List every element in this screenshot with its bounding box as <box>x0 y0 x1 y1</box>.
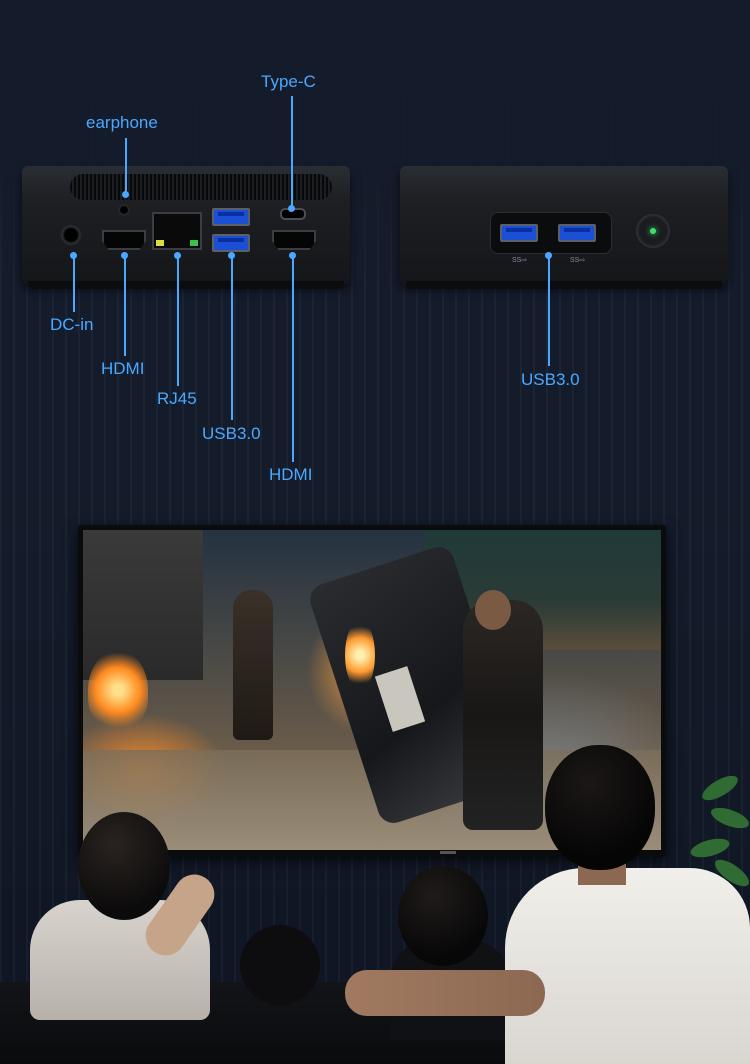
viewer-right-arm <box>345 970 545 1016</box>
callout-line-usb-back <box>231 256 233 420</box>
callout-dot-type-c <box>288 205 295 212</box>
plant-leaf <box>698 771 742 805</box>
plant-leaf <box>688 835 732 861</box>
scene-armored-figure <box>233 590 273 740</box>
viewer-right-head <box>545 745 655 870</box>
callout-dot-dc-in <box>70 252 77 259</box>
usb-ss-mark-1: SS⇨ <box>512 257 528 264</box>
hdmi-port-1-icon <box>102 230 146 250</box>
mini-pc-front-panel: SS⇨ SS⇨ <box>400 166 728 289</box>
callout-line-hdmi-1 <box>124 256 126 356</box>
callout-dot-usb-back <box>228 252 235 259</box>
usb-port-upper-icon <box>212 208 250 226</box>
front-usb-port-1-icon <box>500 224 538 242</box>
usb-ss-mark-2: SS⇨ <box>570 257 586 264</box>
callout-line-hdmi-2 <box>292 256 294 462</box>
callout-dot-earphone <box>122 191 129 198</box>
label-earphone: earphone <box>86 113 158 132</box>
power-led <box>650 228 656 234</box>
viewer-left-head <box>78 812 170 920</box>
scene-police-head <box>475 590 511 630</box>
label-rj45: RJ45 <box>157 389 197 408</box>
rj45-led-yellow <box>156 240 164 246</box>
scene-police-figure <box>463 600 543 830</box>
scene-fire-left <box>88 650 148 730</box>
viewer-middle-head <box>398 866 488 966</box>
front-usb-port-2-icon <box>558 224 596 242</box>
callout-dot-hdmi-2 <box>289 252 296 259</box>
label-usb-back: USB3.0 <box>202 424 261 443</box>
callout-dot-hdmi-1 <box>121 252 128 259</box>
hdmi-port-2-icon <box>272 230 316 250</box>
earphone-jack-icon <box>118 204 130 216</box>
callout-line-type-c <box>291 96 293 208</box>
label-hdmi-2: HDMI <box>269 465 313 484</box>
label-dc-in: DC-in <box>50 315 94 334</box>
power-button-icon <box>636 214 670 248</box>
rj45-led-green <box>190 240 198 246</box>
callout-line-earphone <box>125 138 127 194</box>
rj45-port-icon <box>152 212 202 250</box>
vent-grille <box>70 174 332 200</box>
dc-in-port-icon <box>60 224 82 246</box>
label-usb-front: USB3.0 <box>521 370 580 389</box>
scene-fire-center <box>345 620 375 690</box>
box-base <box>406 281 722 289</box>
plant-leaf <box>708 803 750 833</box>
label-type-c: Type-C <box>261 72 316 91</box>
callout-line-usb-front <box>548 256 550 366</box>
callout-line-dc-in <box>73 256 75 312</box>
tv-logo <box>440 851 456 854</box>
mini-pc-back-panel <box>22 166 350 289</box>
usb-port-lower-icon <box>212 234 250 252</box>
label-hdmi-1: HDMI <box>101 359 145 378</box>
callout-line-rj45 <box>177 256 179 386</box>
viewer-right-body <box>505 868 750 1064</box>
box-base <box>28 281 344 289</box>
callout-dot-rj45 <box>174 252 181 259</box>
viewer-child-head <box>240 925 320 1005</box>
callout-dot-usb-front <box>545 252 552 259</box>
